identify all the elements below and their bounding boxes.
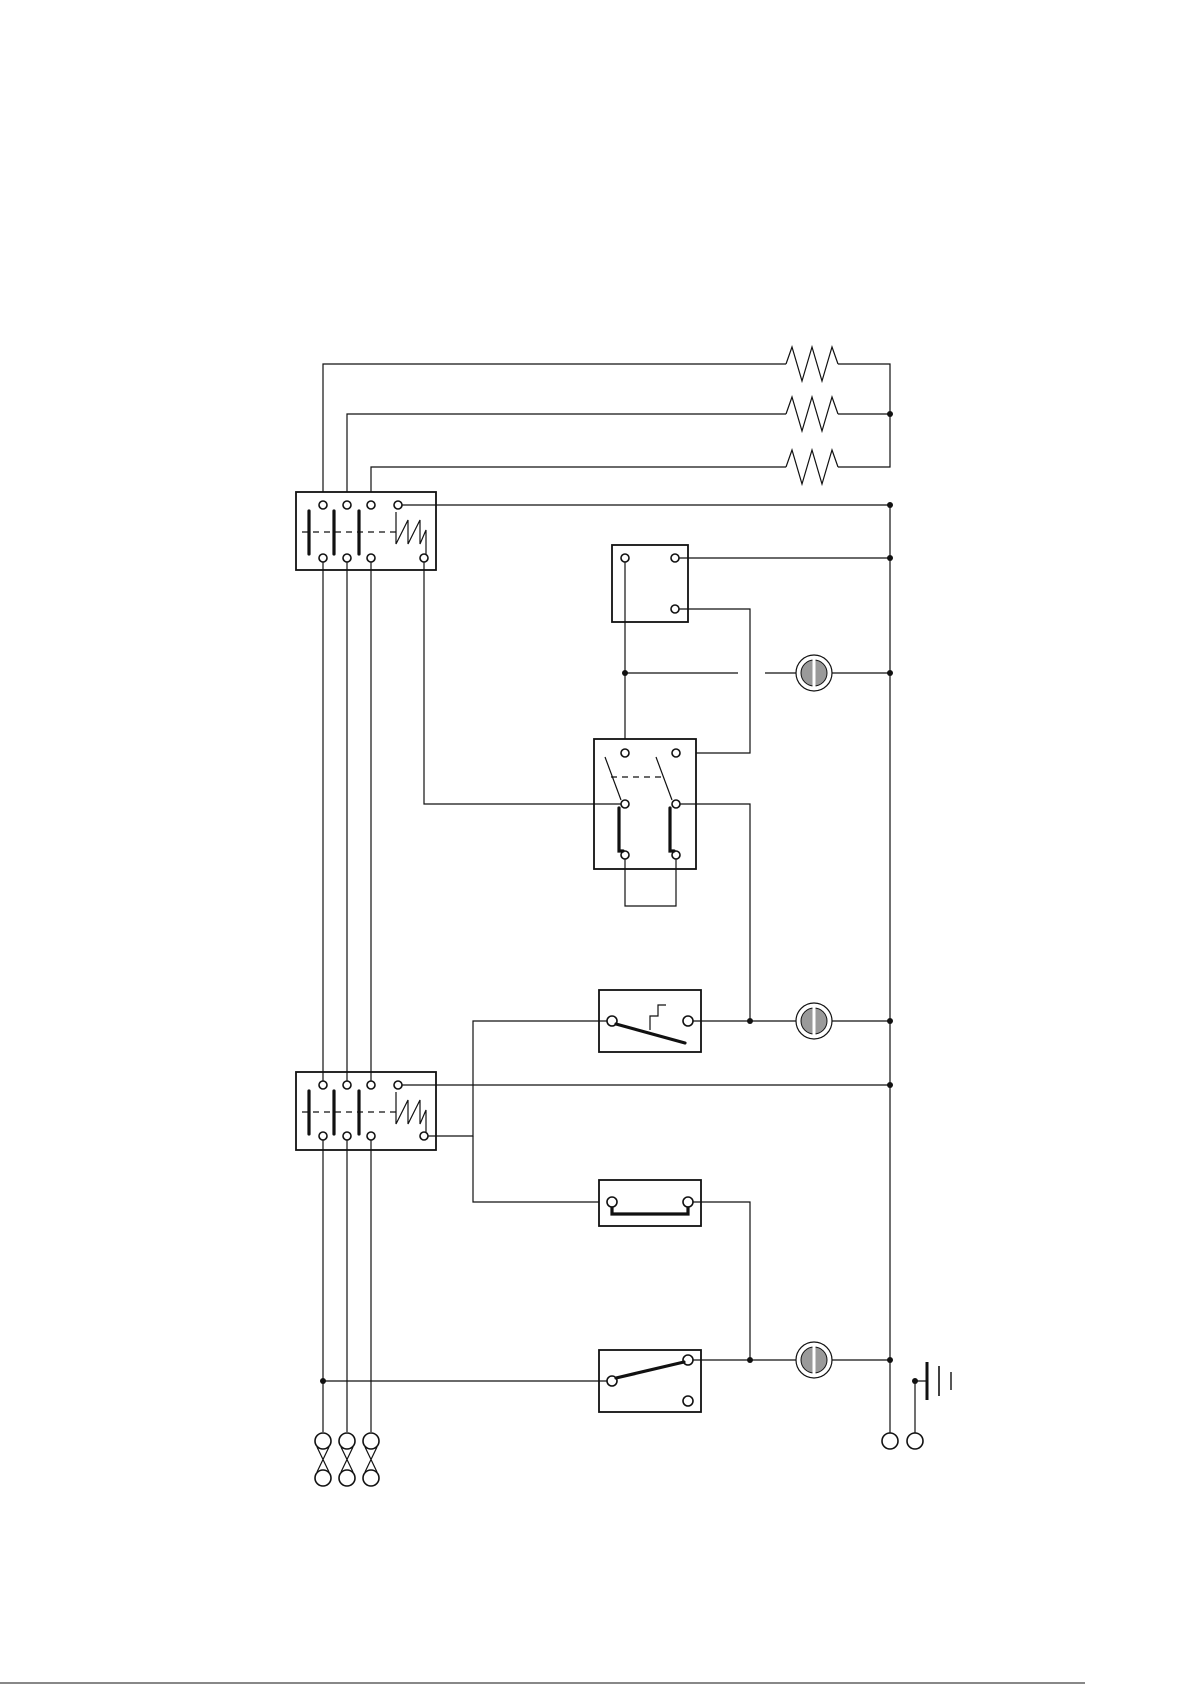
junction-dot bbox=[887, 1082, 893, 1088]
terminal bbox=[343, 1081, 351, 1089]
lamp-1 bbox=[622, 655, 893, 691]
junction-dot bbox=[887, 670, 893, 676]
terminal bbox=[671, 554, 679, 562]
zigzag-resistor-icon bbox=[786, 450, 838, 484]
zigzag-resistor-icon bbox=[786, 347, 838, 381]
terminal bbox=[672, 749, 680, 757]
terminal bbox=[683, 1197, 693, 1207]
relay-block bbox=[612, 545, 893, 753]
terminal bbox=[367, 501, 375, 509]
thermostat-switch bbox=[473, 990, 893, 1077]
wire-relay-to-switch bbox=[679, 609, 750, 753]
junction-dot bbox=[887, 411, 893, 417]
terminal bbox=[319, 1081, 327, 1089]
junction-dot bbox=[912, 1378, 918, 1384]
terminal bbox=[319, 554, 327, 562]
signal-lamp-icon bbox=[796, 1003, 832, 1039]
terminal bbox=[683, 1396, 693, 1406]
signal-lamp-icon bbox=[796, 655, 832, 691]
terminal bbox=[319, 1132, 327, 1140]
zigzag-resistor-icon bbox=[786, 397, 838, 431]
changeover-switch bbox=[320, 1342, 893, 1412]
heating-resistors bbox=[323, 347, 893, 502]
plug-terminal-icon bbox=[363, 1433, 379, 1486]
terminal bbox=[367, 1081, 375, 1089]
plug-terminal-icon bbox=[339, 1433, 355, 1486]
terminal bbox=[394, 501, 402, 509]
junction-dot bbox=[887, 555, 893, 561]
terminal bbox=[683, 1016, 693, 1026]
terminal bbox=[367, 554, 375, 562]
terminal bbox=[394, 1081, 402, 1089]
wire-resistor1-out bbox=[838, 364, 890, 467]
wire-thermostat-left bbox=[473, 1021, 607, 1077]
terminal bbox=[319, 501, 327, 509]
power-input-terminals bbox=[315, 1433, 379, 1486]
wire-coil1-to-switch bbox=[424, 562, 621, 804]
double-pole-switch bbox=[424, 562, 750, 1021]
terminal bbox=[367, 1132, 375, 1140]
junction-dot bbox=[747, 1357, 753, 1363]
wire-control-to-bridge bbox=[473, 1136, 607, 1202]
junction-dot bbox=[622, 670, 628, 676]
bridge-contact bbox=[599, 1180, 750, 1360]
wire-ground-drop bbox=[915, 1381, 927, 1433]
junction-dot bbox=[320, 1378, 326, 1384]
junction-dot bbox=[887, 1357, 893, 1363]
terminal bbox=[420, 554, 428, 562]
phase-lines bbox=[323, 562, 371, 1432]
neutral-ground-terminals bbox=[882, 1362, 951, 1449]
terminal bbox=[343, 501, 351, 509]
junction-dot bbox=[887, 1018, 893, 1024]
junction-dot bbox=[747, 1018, 753, 1024]
round-terminal-icon bbox=[882, 1433, 898, 1449]
round-terminal-icon bbox=[907, 1433, 923, 1449]
terminal bbox=[621, 749, 629, 757]
junction-dot bbox=[887, 502, 893, 508]
terminal bbox=[671, 605, 679, 613]
signal-lamp-icon bbox=[796, 1342, 832, 1378]
terminal bbox=[672, 800, 680, 808]
wire-phase1-to-resistor1 bbox=[323, 364, 786, 502]
ground-icon bbox=[927, 1362, 951, 1400]
terminal bbox=[621, 554, 629, 562]
wire-phase2-to-resistor2 bbox=[347, 414, 786, 502]
terminal bbox=[607, 1197, 617, 1207]
terminal bbox=[343, 554, 351, 562]
terminal bbox=[343, 1132, 351, 1140]
plug-terminal-icon bbox=[315, 1433, 331, 1486]
terminal bbox=[420, 1132, 428, 1140]
contactor-lower bbox=[296, 1072, 893, 1202]
terminal bbox=[621, 800, 629, 808]
